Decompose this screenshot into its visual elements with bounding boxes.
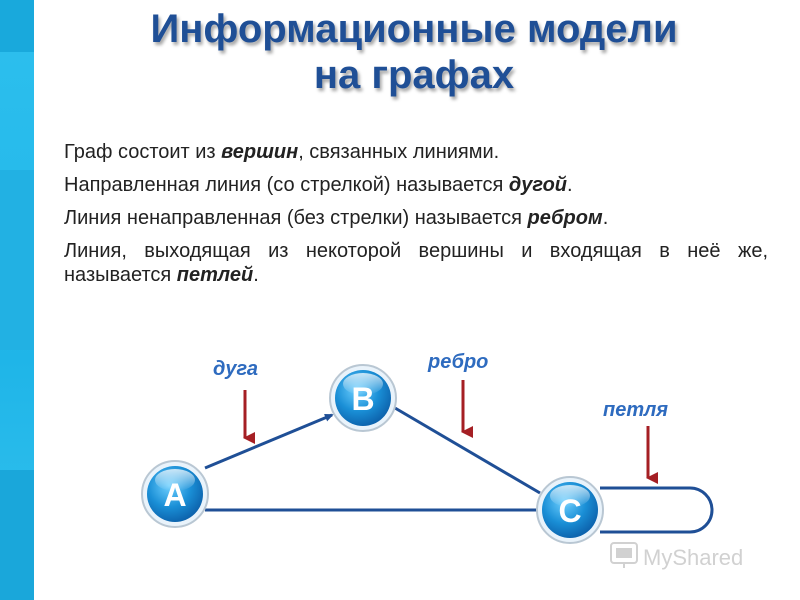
- vertex-c-label: C: [558, 493, 581, 529]
- definition-arc-text: Направленная линия (со стрелкой) называе…: [64, 174, 509, 196]
- arc-a-to-b: [204, 413, 334, 470]
- slide-title: Информационные модели на графах: [34, 6, 794, 98]
- slide-title-line-1: Информационные модели: [150, 7, 678, 51]
- vertex-b: B: [329, 364, 397, 432]
- watermark-text: MyShared: [643, 545, 743, 570]
- definition-loop-end: .: [253, 264, 259, 286]
- term-loop: петлей: [176, 264, 254, 286]
- definition-arc-end: .: [567, 174, 573, 196]
- label-arc: дуга: [213, 358, 258, 380]
- decorative-side-bar: [0, 0, 34, 600]
- definition-edge: Линия ненаправленная (без стрелки) назыв…: [64, 206, 768, 230]
- term-vertices: вершин: [221, 141, 299, 163]
- label-edge: ребро: [427, 351, 488, 373]
- definition-arc: Направленная линия (со стрелкой) называе…: [64, 173, 768, 197]
- definition-graph: Граф состоит из вершин, связанных линиям…: [64, 140, 768, 164]
- vertex-c: C: [536, 476, 604, 544]
- loop-c: [600, 486, 714, 534]
- definition-edge-end: .: [602, 207, 609, 229]
- definition-graph-text: Граф состоит из: [64, 141, 222, 163]
- slide-title-line-2: на графах: [313, 53, 515, 97]
- label-loop: петля: [603, 399, 668, 421]
- vertex-a-label: A: [163, 477, 186, 513]
- definition-graph-end: , связанных линиями.: [298, 141, 500, 163]
- term-edge: ребром: [527, 207, 603, 229]
- definition-loop-text: Линия, выходящая из некоторой вершины и …: [64, 240, 768, 286]
- vertex-a: A: [141, 460, 209, 528]
- definition-edge-text: Линия ненаправленная (без стрелки) назыв…: [64, 207, 528, 229]
- watermark-icon: [610, 542, 638, 568]
- watermark: MyShared: [610, 542, 743, 570]
- edge-b-c: [394, 406, 541, 495]
- vertex-b-label: B: [351, 381, 374, 417]
- definitions-text: Граф состоит из вершин, связанных линиям…: [64, 140, 768, 296]
- definition-loop: Линия, выходящая из некоторой вершины и …: [64, 239, 768, 287]
- term-arc: дугой: [508, 174, 568, 196]
